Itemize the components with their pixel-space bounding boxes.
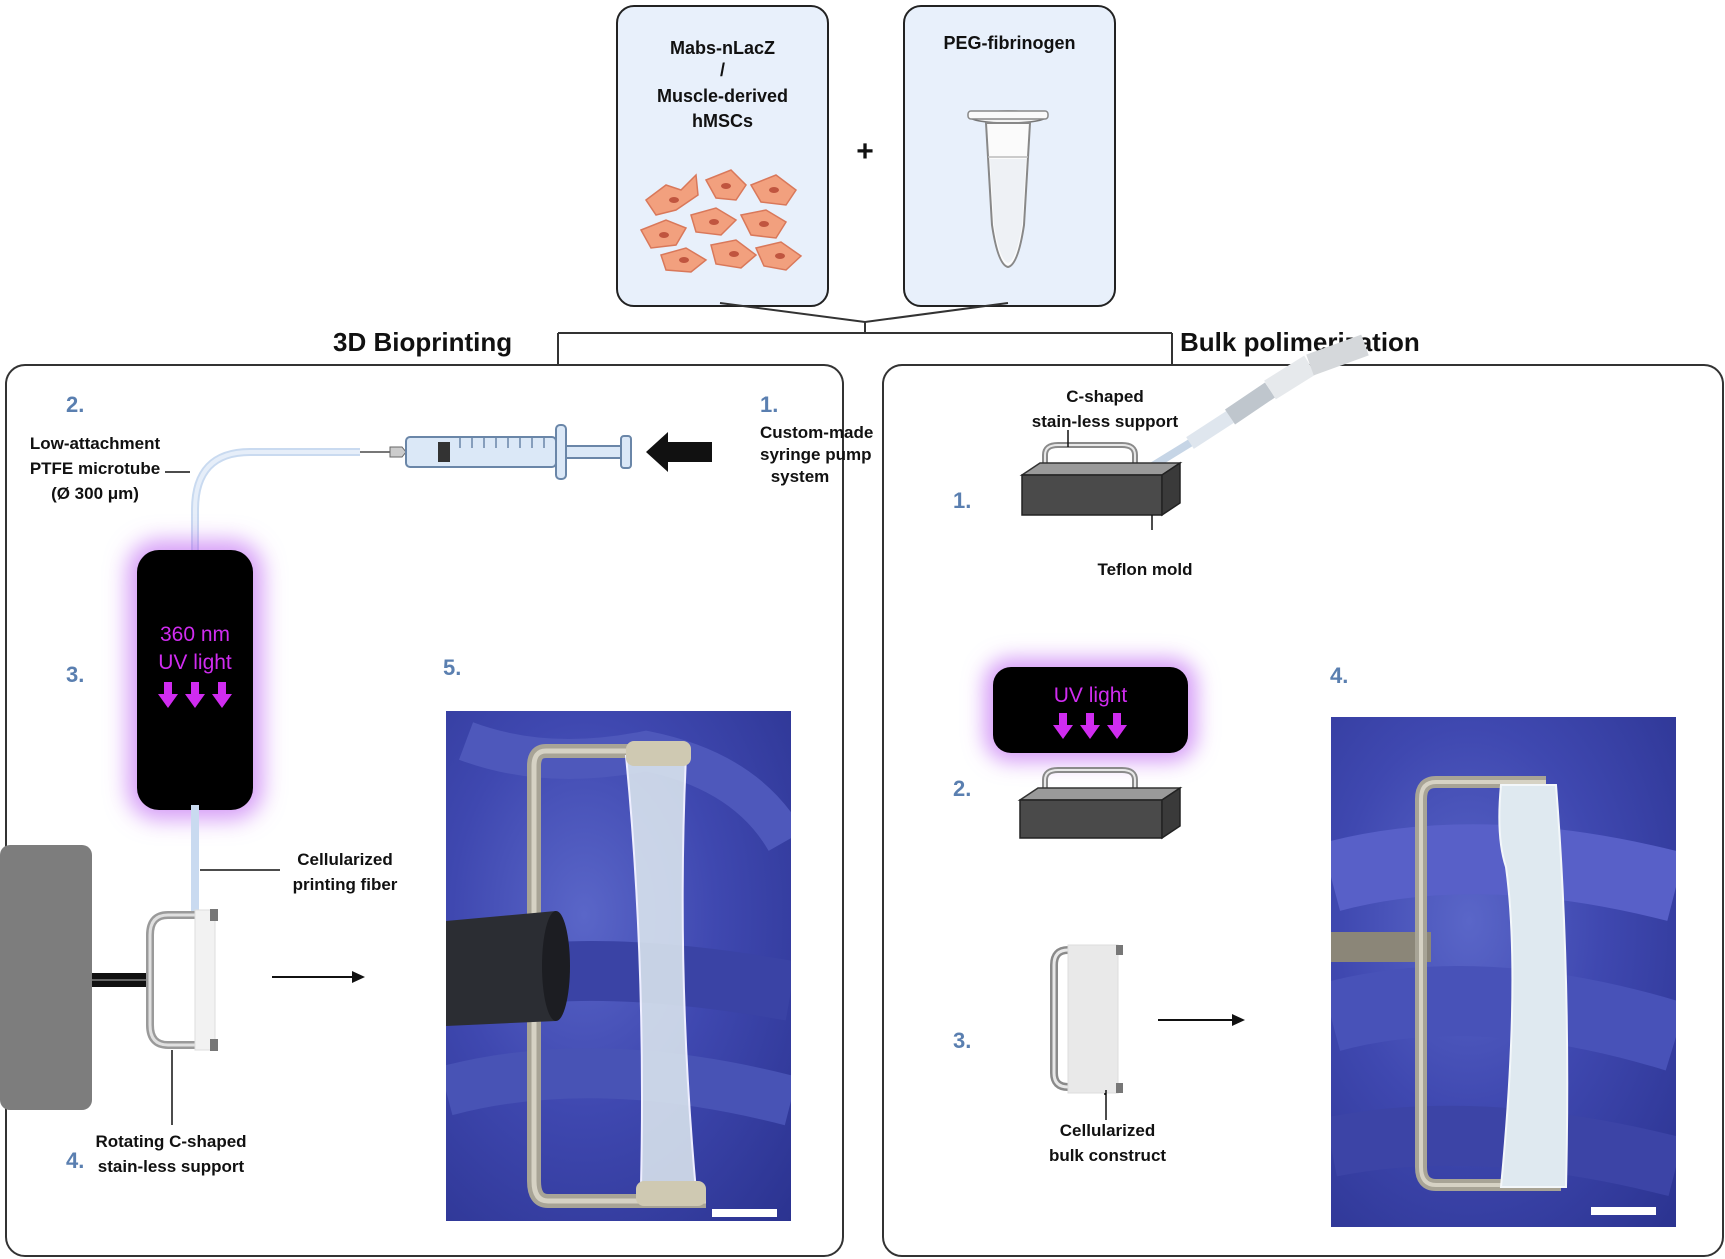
left-step-1: 1. [760, 392, 779, 417]
uv-arrows-left-icon [158, 682, 232, 708]
left-step-2: 2. [66, 392, 85, 417]
left-step-5: 5. [443, 655, 462, 680]
left-step-3: 3. [66, 662, 85, 687]
teflon-mold-uv-icon [1017, 767, 1183, 840]
syringe-icon [165, 424, 712, 555]
support-label-right-1: C-shaped [1066, 387, 1144, 406]
uv-text-left-1: 360 nm [159, 623, 231, 646]
scale-bar-right [1591, 1207, 1656, 1215]
photo-construct-left [446, 722, 791, 1208]
uv-text-right: UV light [1053, 684, 1128, 707]
tube-label-3: (Ø 300 μm) [51, 484, 139, 503]
construct-label-1: Cellularized [1059, 1121, 1156, 1140]
bioprinting-title: 3D Bioprinting [333, 327, 513, 357]
photo-construct-right [1331, 776, 1676, 1197]
cells-label-3: Muscle-derived [656, 86, 789, 106]
left-step-4: 4. [66, 1148, 85, 1173]
support-label-right-2: stain-less support [1031, 412, 1179, 431]
right-step-2: 2. [953, 776, 972, 801]
support-label-left-1: Rotating C-shaped [95, 1132, 247, 1151]
cells-label-1: Mabs-nLacZ [669, 38, 775, 58]
bulk-construct-icon [1050, 944, 1245, 1095]
construct-label-2: bulk construct [1048, 1146, 1167, 1165]
uv-arrows-right-icon [1053, 713, 1127, 739]
eppendorf-tube-icon [967, 110, 1049, 269]
pump-label-1: Custom-made [760, 423, 874, 442]
teflon-mold-pipette-icon [1019, 334, 1369, 530]
peg-label: PEG-fibrinogen [943, 33, 1076, 53]
bulk-construct-photo [1331, 717, 1676, 1227]
cells-label-2: / [719, 60, 725, 80]
right-step-3: 3. [953, 1028, 972, 1053]
fiber-label-1: Cellularized [297, 850, 393, 869]
tube-label-1: Low-attachment [29, 434, 161, 453]
cells-label-4: hMSCs [691, 111, 753, 131]
right-step-4: 4. [1330, 663, 1349, 688]
pump-label-3: system [770, 467, 830, 486]
bulk-title: Bulk polimerization [1180, 327, 1420, 357]
cells-illustration [639, 169, 803, 273]
support-label-left-2: stain-less support [97, 1157, 245, 1176]
pump-label-2: syringe pump [760, 445, 872, 464]
construct-leader-line [1105, 1090, 1107, 1120]
connector-lines [557, 302, 1173, 460]
fiber-label-2: printing fiber [292, 875, 398, 894]
uv-text-left-2: UV light [158, 651, 232, 674]
bioprinted-construct-photo [446, 711, 791, 1221]
plus-sign: + [856, 135, 874, 168]
uv-lamp-left [137, 550, 253, 810]
right-step-1: 1. [953, 488, 972, 513]
scale-bar-left [712, 1209, 777, 1217]
uv-lamp-right [993, 667, 1188, 753]
teflon-mold-label: Teflon mold [1097, 560, 1193, 579]
tube-label-2: PTFE microtube [29, 459, 161, 478]
printing-setup [0, 805, 365, 1125]
